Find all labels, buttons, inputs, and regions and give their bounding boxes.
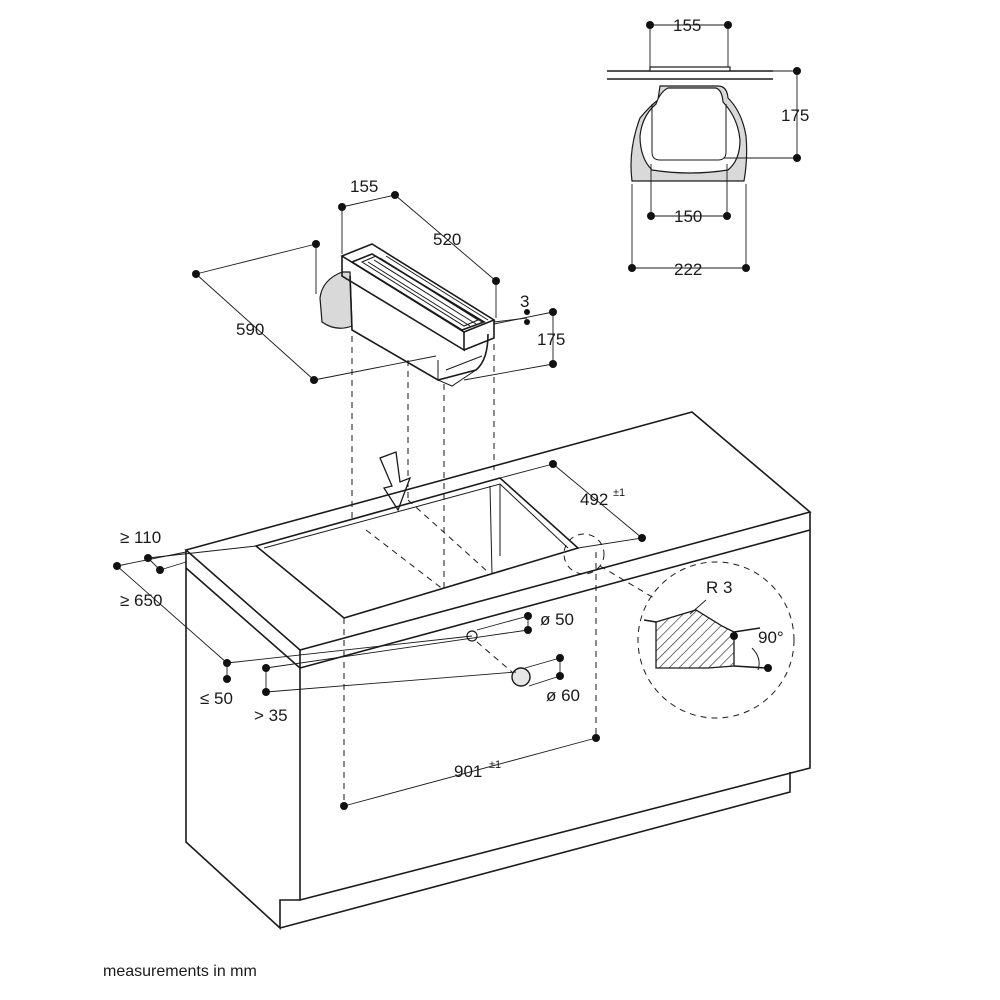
extractor-unit: [319, 243, 496, 387]
label-hole-small: ø 50: [540, 610, 574, 629]
label-top-width: 155: [673, 16, 701, 35]
label-top-height: 175: [781, 106, 809, 125]
label-cutout-width: 901: [454, 762, 482, 781]
measurement-units-caption: measurements in mm: [103, 963, 257, 980]
label-outer-width: 222: [674, 260, 702, 279]
label-front-min: ≥ 110: [120, 528, 161, 547]
label-hole-large: ø 60: [546, 686, 580, 705]
label-unit-height: 175: [537, 330, 565, 349]
label-lip-height: 3: [520, 292, 529, 311]
label-angle: 90°: [758, 628, 784, 647]
label-unit-length: 520: [433, 230, 461, 249]
label-depth-min: ≥ 650: [120, 591, 162, 610]
projection-lines: [351, 336, 495, 590]
label-unit-depth: 590: [236, 320, 264, 339]
label-unit-width: 155: [350, 177, 378, 196]
dimension-lines: [113, 21, 801, 810]
label-cutout-depth-tol: ±1: [613, 487, 625, 499]
label-edge-min: > 35: [254, 706, 288, 725]
label-cutout-depth: 492: [580, 490, 608, 509]
label-inner-width: 150: [674, 207, 702, 226]
duct-holes: [466, 630, 531, 687]
cabinet: [184, 411, 812, 930]
large-hole-icon: [511, 667, 531, 687]
label-radius: R 3: [706, 578, 732, 597]
label-cutout-width-tol: ±1: [489, 759, 501, 771]
dimension-labels: 155 175 150 222 155 520 590 3 175 492 ±1…: [120, 16, 809, 781]
edge-detail: [563, 533, 795, 719]
label-edge-max: ≤ 50: [200, 689, 233, 708]
cross-section-view: [607, 66, 797, 182]
insert-arrow-icon: [379, 451, 412, 512]
